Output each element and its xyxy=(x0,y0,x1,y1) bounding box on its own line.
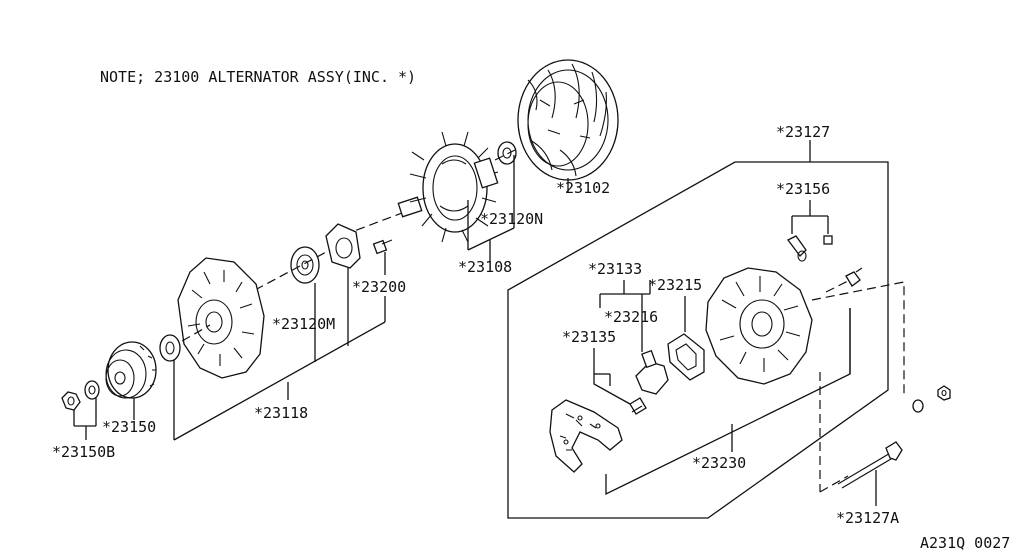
front-bearing-icon xyxy=(290,246,320,284)
label-23215: *23215 xyxy=(648,276,702,294)
label-23200: *23200 xyxy=(352,278,406,296)
pulley-icon xyxy=(105,341,157,399)
label-23118: *23118 xyxy=(254,404,308,422)
rear-assembly-outline xyxy=(507,161,889,519)
washer-icon xyxy=(84,380,100,400)
through-bolt-icon xyxy=(837,441,903,489)
rotor-icon xyxy=(329,131,499,243)
label-23133: *23133 xyxy=(588,260,642,278)
nut-icon xyxy=(937,385,951,401)
figure-code: A231Q 0027 xyxy=(920,534,1010,552)
gasket-icon xyxy=(667,333,705,381)
label-23102: *23102 xyxy=(556,179,610,197)
terminal-clip-icon xyxy=(629,397,647,415)
terminal-icon xyxy=(787,235,833,262)
rear-housing-icon xyxy=(705,267,813,385)
nut-icon xyxy=(61,391,81,411)
label-23156: *23156 xyxy=(776,180,830,198)
label-23120N: *23120N xyxy=(480,210,543,228)
stator-icon xyxy=(517,59,619,181)
label-23216: *23216 xyxy=(604,308,658,326)
regulator-icon xyxy=(635,349,669,395)
washer-icon xyxy=(912,399,924,413)
spacer-icon xyxy=(159,334,181,362)
label-23150: *23150 xyxy=(102,418,156,436)
label-23135: *23135 xyxy=(562,328,616,346)
note-text: NOTE; 23100 ALTERNATOR ASSY(INC. *) xyxy=(100,68,416,86)
label-23230: *23230 xyxy=(692,454,746,472)
label-23127A: *23127A xyxy=(836,509,899,527)
label-23120M: *23120M xyxy=(272,315,335,333)
label-23127: *23127 xyxy=(776,123,830,141)
retainer-plate-icon xyxy=(325,223,361,269)
brush-holder-icon xyxy=(549,399,623,473)
label-23108: *23108 xyxy=(458,258,512,276)
bearing-icon xyxy=(497,141,517,165)
label-23150B: *23150B xyxy=(52,443,115,461)
screw-icon xyxy=(845,267,863,287)
screw-icon xyxy=(372,239,393,255)
front-housing-icon xyxy=(177,257,265,379)
